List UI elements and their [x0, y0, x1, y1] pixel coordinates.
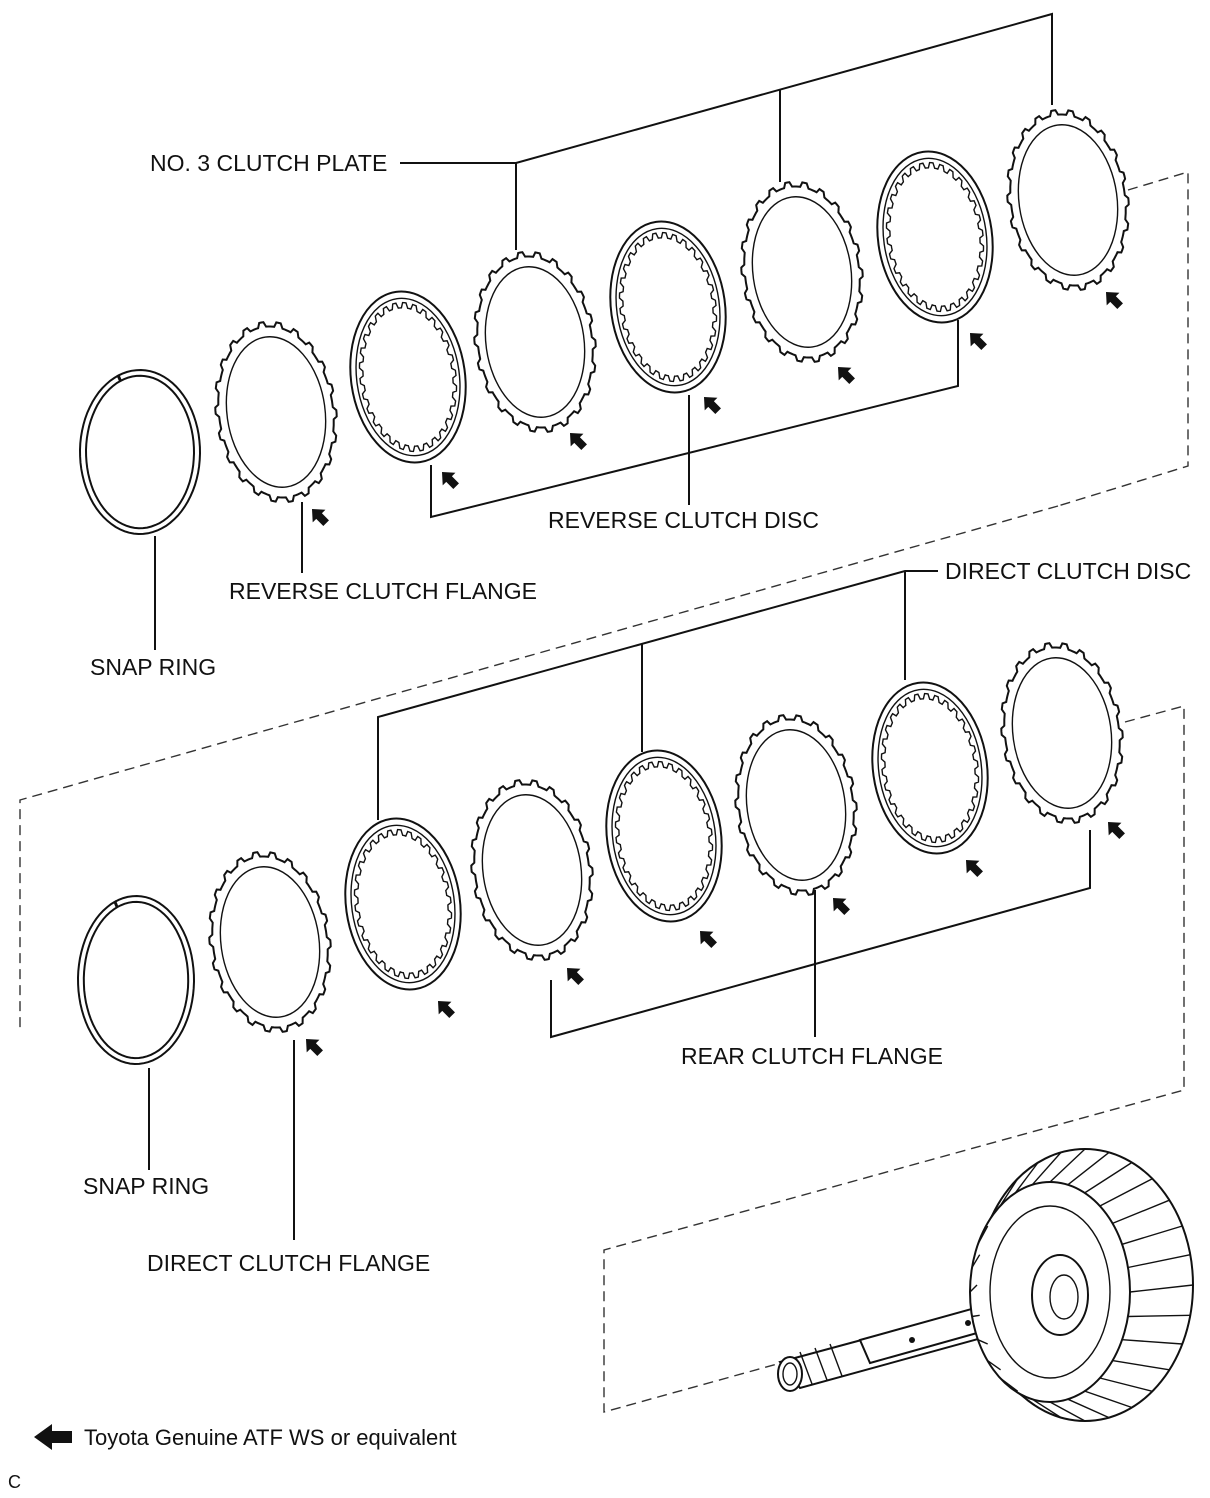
direct-clutch-disc-3 — [871, 681, 989, 855]
application-arrow-icon — [563, 426, 591, 454]
no3-clutch-plate-2 — [740, 181, 864, 363]
label-direct-clutch-flange: DIRECT CLUTCH FLANGE — [147, 1250, 430, 1276]
application-arrow-icon — [1101, 815, 1129, 843]
callout-labels: NO. 3 CLUTCH PLATE REVERSE CLUTCH DISC R… — [83, 150, 1191, 1276]
label-reverse-clutch-disc: REVERSE CLUTCH DISC — [548, 507, 819, 533]
reverse-clutch-disc-3 — [876, 150, 994, 324]
application-arrow-icon — [435, 465, 463, 493]
application-arrow-icon — [431, 994, 459, 1022]
snap-ring-upper — [78, 368, 202, 536]
reverse-clutch-flange — [214, 321, 338, 503]
label-no3-clutch-plate: NO. 3 CLUTCH PLATE — [150, 150, 387, 176]
rear-clutch-flange-3 — [1000, 642, 1124, 824]
direct-clutch-disc-1 — [344, 817, 462, 991]
clutch-drum-shaft — [777, 1148, 1194, 1422]
no3-clutch-plate-1 — [473, 251, 597, 433]
direct-clutch-flange — [208, 851, 332, 1033]
label-snap-ring-lower: SNAP RING — [83, 1173, 209, 1199]
application-arrow-icon — [959, 853, 987, 881]
arrow-left-icon — [34, 1424, 72, 1450]
application-arrow-icon — [831, 360, 859, 388]
label-reverse-clutch-flange: REVERSE CLUTCH FLANGE — [229, 578, 537, 604]
application-arrow-icon — [299, 1032, 327, 1060]
legend-text: Toyota Genuine ATF WS or equivalent — [84, 1425, 457, 1450]
snap-ring-lower — [76, 894, 196, 1066]
no3-clutch-plate-3 — [1006, 109, 1130, 291]
application-arrow-icon — [693, 924, 721, 952]
legend: Toyota Genuine ATF WS or equivalent — [34, 1424, 457, 1450]
application-arrow-icon — [826, 891, 854, 919]
label-direct-clutch-disc: DIRECT CLUTCH DISC — [945, 558, 1191, 584]
figure-code: C — [8, 1472, 21, 1492]
reverse-clutch-disc-1 — [349, 290, 467, 464]
alignment-guides — [19, 171, 1189, 1413]
application-arrow-icon — [697, 390, 725, 418]
application-arrow-icon — [963, 326, 991, 354]
leader-lines — [148, 12, 1091, 1240]
clutch-parts — [76, 109, 1130, 1066]
label-rear-clutch-flange: REAR CLUTCH FLANGE — [681, 1043, 943, 1069]
direct-clutch-disc-2 — [605, 749, 723, 923]
application-arrow-icon — [305, 502, 333, 530]
label-snap-ring-upper: SNAP RING — [90, 654, 216, 680]
rear-clutch-flange-2 — [734, 714, 858, 896]
rear-clutch-flange-1 — [470, 779, 594, 961]
application-arrow-icon — [1099, 285, 1127, 313]
application-arrow-icon — [560, 961, 588, 989]
reverse-clutch-disc-2 — [609, 220, 727, 394]
